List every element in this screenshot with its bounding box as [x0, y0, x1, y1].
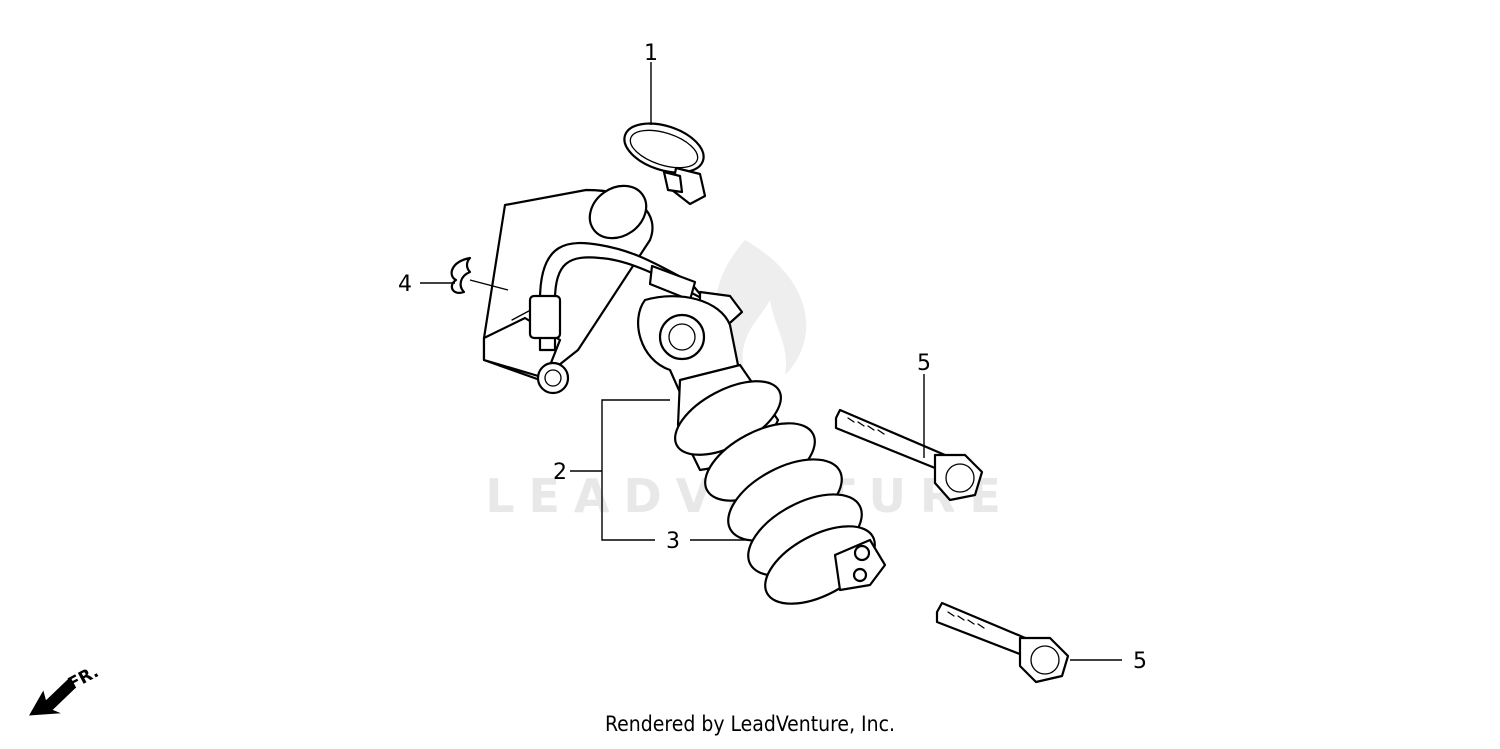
shock-absorber-part — [637, 295, 887, 605]
leader-lines — [420, 62, 1122, 661]
callout-3: 3 — [666, 529, 680, 554]
bolt-lower-part — [935, 601, 1070, 684]
callout-5-upper: 5 — [917, 351, 931, 376]
bolt-upper-part — [834, 408, 984, 502]
callout-1: 1 — [644, 41, 658, 66]
footer-credit: Rendered by LeadVenture, Inc. — [605, 712, 895, 736]
callout-2: 2 — [553, 460, 567, 485]
front-direction-arrow-icon: FR. — [29, 662, 102, 716]
reservoir-part — [482, 184, 744, 395]
hose-clamp-part — [623, 122, 707, 206]
clip-part — [450, 256, 472, 294]
callout-4: 4 — [398, 272, 412, 297]
callout-5-lower: 5 — [1133, 649, 1147, 674]
